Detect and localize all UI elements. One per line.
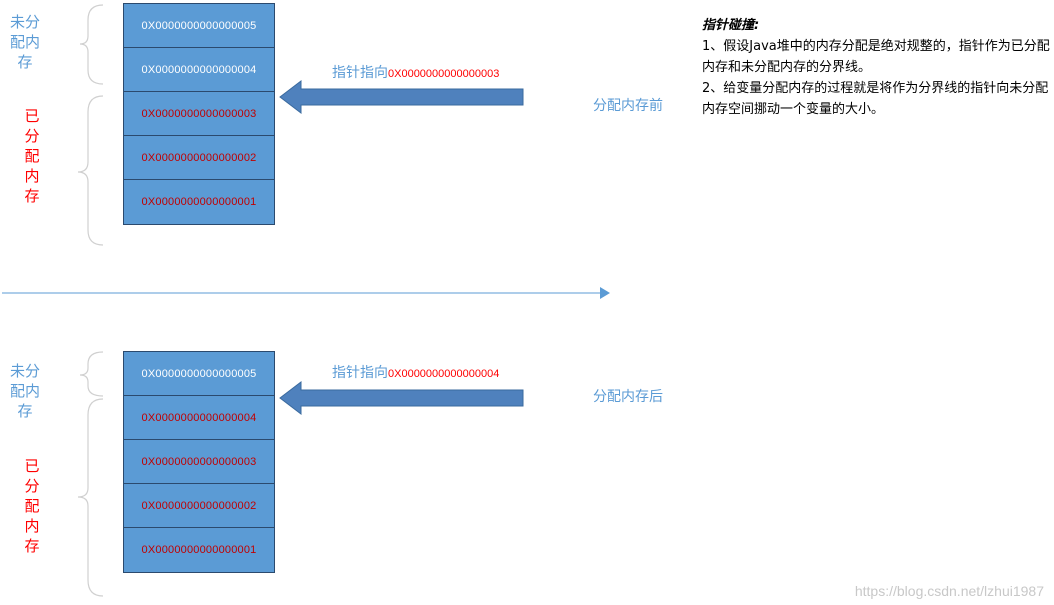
label-line: 存 (24, 537, 40, 555)
allocated-label-before: 已 分 配 内 存 (22, 106, 42, 206)
memory-cell: 0X0000000000000005 (124, 4, 274, 48)
memory-cell: 0X0000000000000001 (124, 180, 274, 224)
pointer-arrow-after (279, 380, 524, 416)
label-line: 未分 (9, 13, 40, 31)
watermark: https://blog.csdn.net/lzhui1987 (854, 583, 1044, 599)
label-line: 存 (17, 402, 33, 420)
memory-cell: 0X0000000000000001 (124, 528, 274, 572)
label-line: 分 (24, 477, 40, 495)
memory-column-before: 0X0000000000000005 0X0000000000000004 0X… (123, 3, 275, 225)
explanation-note: 指针碰撞: 1、假设Java堆中的内存分配是绝对规整的，指针作为已分配内存和未分… (702, 15, 1052, 120)
memory-cell: 0X0000000000000002 (124, 136, 274, 180)
label-line: 配 (24, 497, 40, 515)
allocated-brace-before (77, 95, 104, 246)
memory-cell: 0X0000000000000004 (124, 396, 274, 440)
pointer-prefix: 指针指向 (332, 365, 388, 381)
label-line: 内 (24, 517, 40, 535)
label-line: 存 (24, 187, 40, 205)
label-line: 配内 (9, 382, 40, 400)
label-line: 已 (24, 457, 40, 475)
unallocated-brace-before (79, 4, 104, 85)
memory-cell: 0X0000000000000003 (124, 92, 274, 136)
separator-arrowhead (600, 287, 610, 299)
memory-cell: 0X0000000000000003 (124, 440, 274, 484)
pointer-label-after: 指针指向0X0000000000000004 (332, 362, 499, 382)
unallocated-label-after: 未分 配内 存 (6, 361, 44, 421)
note-title: 指针碰撞: (702, 18, 760, 33)
label-line: 已 (24, 107, 40, 125)
pointer-address: 0X0000000000000003 (388, 68, 500, 80)
state-label-before: 分配内存前 (593, 98, 663, 114)
label-line: 配内 (9, 33, 40, 51)
note-line: 1、假设Java堆中的内存分配是绝对规整的，指针作为已分配内存和未分配内存的分界… (702, 39, 1050, 75)
allocated-label-after: 已 分 配 内 存 (22, 456, 42, 556)
memory-cell: 0X0000000000000004 (124, 48, 274, 92)
memory-cell: 0X0000000000000002 (124, 484, 274, 528)
label-line: 配 (24, 147, 40, 165)
label-line: 内 (24, 167, 40, 185)
unallocated-brace-after (79, 351, 104, 397)
pointer-address: 0X0000000000000004 (388, 368, 500, 380)
unallocated-label-before: 未分 配内 存 (6, 12, 44, 72)
memory-column-after: 0X0000000000000005 0X0000000000000004 0X… (123, 351, 275, 573)
label-line: 分 (24, 127, 40, 145)
allocated-brace-after (77, 398, 104, 597)
label-line: 未分 (9, 362, 40, 380)
pointer-arrow-before (279, 79, 524, 115)
state-label-after: 分配内存后 (593, 389, 663, 405)
label-line: 存 (17, 53, 33, 71)
pointer-prefix: 指针指向 (332, 65, 388, 81)
note-line: 2、给变量分配内存的过程就是将作为分界线的指针向未分配内存空间挪动一个变量的大小… (702, 81, 1049, 117)
pointer-label-before: 指针指向0X0000000000000003 (332, 62, 499, 82)
memory-cell: 0X0000000000000005 (124, 352, 274, 396)
